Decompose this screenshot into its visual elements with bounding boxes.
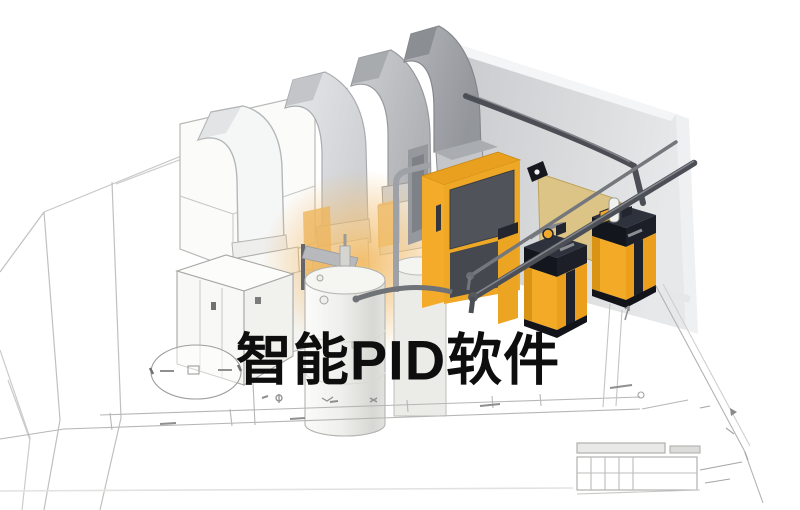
sketch-annotation-marks (159, 384, 633, 425)
air-receiver-tank (301, 234, 447, 437)
piping-rear (463, 92, 646, 206)
piping-front (352, 140, 698, 314)
title-overlay: 智能PID软件 (235, 328, 561, 392)
vertical-pipe (393, 162, 431, 292)
front-tank (304, 234, 386, 437)
floorplan-sketch-foreground (0, 283, 764, 504)
sketch-title-block (576, 442, 701, 495)
sketch-arrow (624, 305, 630, 321)
dryer-tower-rear (592, 205, 656, 308)
